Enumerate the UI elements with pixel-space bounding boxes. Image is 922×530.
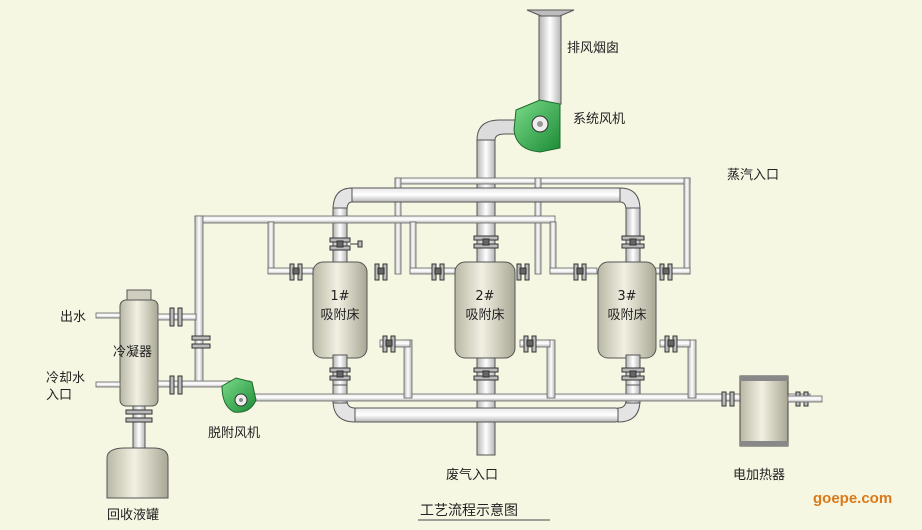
label-cooling-water-inlet: 入口 — [46, 388, 72, 403]
label-system-fan: 系统风机 — [573, 112, 625, 127]
valve — [329, 367, 351, 381]
valve — [374, 263, 388, 281]
valve — [431, 263, 445, 281]
label-desorption-fan: 脱附风机 — [208, 426, 260, 441]
valve — [473, 367, 499, 381]
desorption-fan — [221, 377, 257, 413]
system-fan — [513, 99, 561, 153]
label-bed1-number: 1# — [330, 289, 349, 304]
label-condenser: 冷凝器 — [113, 344, 152, 360]
valve — [621, 235, 645, 249]
label-steam-inlet: 蒸汽入口 — [727, 168, 779, 183]
label-bed3-number: 3# — [617, 289, 636, 304]
watermark: goepe.com — [813, 490, 892, 507]
label-recovery-tank: 回收液罐 — [107, 508, 159, 523]
exhaust-stack — [526, 9, 575, 105]
valve — [659, 263, 673, 281]
valves — [289, 235, 678, 381]
steam-pipe — [394, 177, 691, 275]
valve — [664, 335, 678, 353]
electric-heater — [721, 375, 823, 447]
recovery-tank — [106, 447, 169, 499]
label-bed2-number: 2# — [475, 289, 494, 304]
label-exhaust-stack: 排风烟囱 — [567, 41, 619, 56]
valve — [382, 335, 396, 353]
valve — [329, 237, 363, 251]
label-water-out: 出水 — [60, 310, 86, 325]
label-waste-gas-inlet: 废气入口 — [446, 467, 498, 483]
label-bed3-name: 吸附床 — [607, 308, 646, 323]
valve — [473, 235, 499, 249]
label-cooling-water: 冷却水 — [46, 371, 85, 386]
condenser — [95, 289, 251, 454]
valve — [621, 367, 645, 381]
valve — [516, 263, 530, 281]
label-bed2-name: 吸附床 — [465, 308, 504, 323]
valve — [289, 263, 303, 281]
valve — [573, 263, 587, 281]
label-electric-heater: 电加热器 — [733, 468, 785, 483]
label-bed1-name: 吸附床 — [320, 308, 359, 323]
valve — [523, 335, 537, 353]
diagram-title: 工艺流程示意图 — [420, 502, 518, 519]
